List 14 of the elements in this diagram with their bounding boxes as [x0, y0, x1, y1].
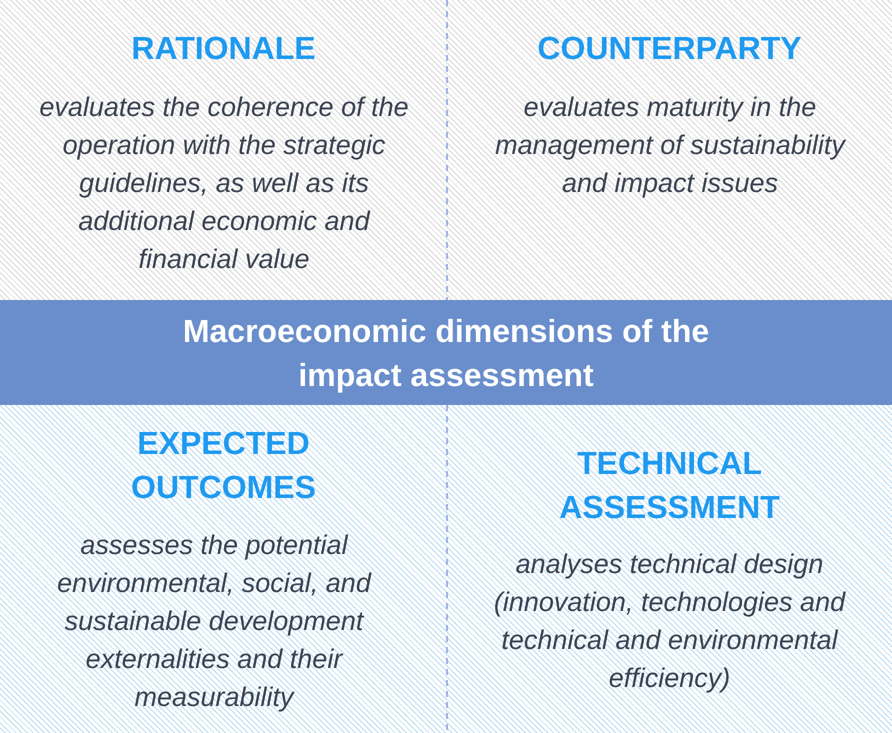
quadrant-panel — [0, 405, 447, 733]
description-text: evaluates maturity in the management of sustainability and impact issues — [495, 91, 845, 200]
description-text: evaluates the coherence of the operation with the strategic guidelines, as well as its additional economic and financial value — [38, 91, 410, 276]
description-text: assesses the potential environmental, social, and sustainable development externalities and their measurability — [56, 529, 372, 714]
quadrant-panel — [0, 0, 447, 300]
title-band — [0, 300, 892, 405]
band-title: Macroeconomic dimensions of the impact assessment — [182, 312, 710, 395]
quadrant-panel — [447, 0, 892, 300]
section-heading: TECHNICAL ASSESSMENT — [558, 444, 781, 527]
quadrant-panel — [447, 405, 892, 733]
section-heading: EXPECTED OUTCOMES — [130, 424, 317, 507]
section-heading: RATIONALE — [130, 29, 317, 68]
section-heading: COUNTERPARTY — [536, 29, 803, 68]
description-text: analyses technical design (innovation, technologies and technical and environmental efficiency) — [492, 548, 847, 695]
